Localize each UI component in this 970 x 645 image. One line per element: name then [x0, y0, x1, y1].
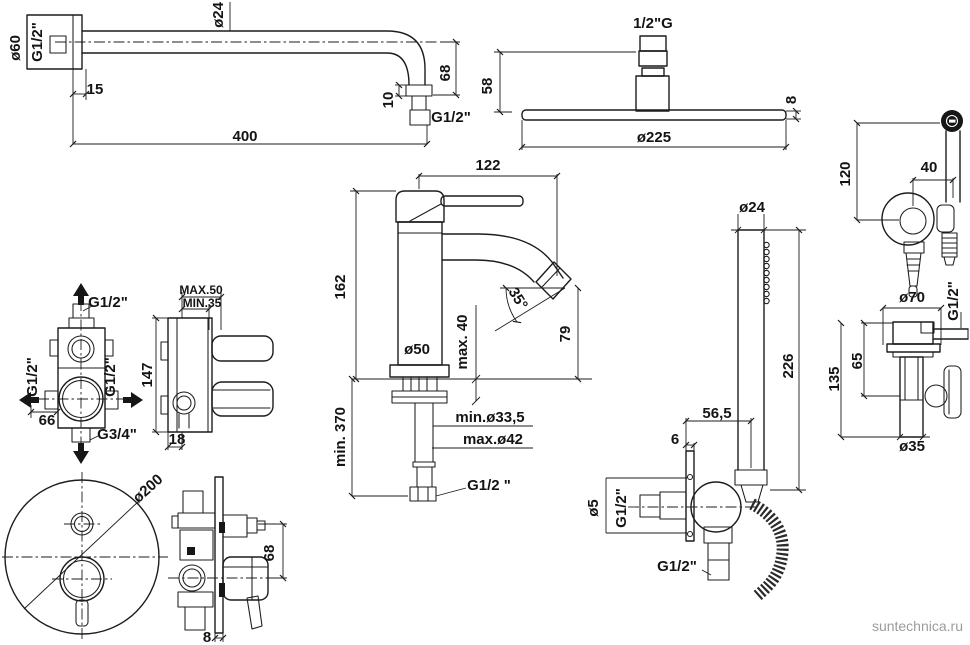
dim-valveside-min35: MIN.35	[183, 296, 222, 310]
dim-arm-d24: ø24	[210, 1, 227, 28]
dim-hs-d5: ø5	[585, 499, 602, 517]
dim-valve-g34: G3/4"	[97, 426, 137, 443]
dim-spray-120: 120	[837, 161, 854, 186]
dim-mixer-max-d42: max.ø42	[463, 431, 523, 448]
view-basin-mixer: 122 162 ø50 max. 40 35° 79 min. 370 min.…	[332, 157, 592, 502]
shower-hose	[749, 498, 789, 601]
dim-sprayside-65: 65	[849, 353, 866, 370]
flow-arrow-left	[19, 392, 39, 408]
dim-hs-226: 226	[780, 353, 797, 378]
dim-mixer-min-d335: min.ø33,5	[455, 409, 524, 426]
view-shower-arm: ø60 G1/2" ø24 15 400 68 10 G1/2"	[7, 1, 471, 148]
dim-hs-565: 56,5	[702, 405, 731, 422]
dim-mixer-max40: max. 40	[454, 314, 471, 369]
dim-hs-g12-in: G1/2"	[613, 488, 630, 528]
view-valve-front: G1/2" G1/2" G1/2" 66 G3/4"	[19, 283, 143, 464]
dim-hs-6: 6	[671, 431, 679, 448]
dim-arm-d60: ø60	[7, 35, 24, 61]
mixer-lever	[440, 195, 524, 207]
dim-sprayside-135: 135	[826, 366, 843, 391]
dim-arm-10: 10	[380, 92, 397, 109]
dim-arm-g12-out: G1/2"	[431, 109, 471, 126]
dim-mixerside-68: 68	[261, 545, 278, 562]
view-round-plate: ø200	[2, 471, 168, 642]
dim-hs-d24: ø24	[739, 199, 766, 216]
dim-sprayside-g12: G1/2"	[945, 281, 962, 321]
dim-head-g12: 1/2"G	[633, 15, 673, 32]
view-sprayer-front: 120 40	[837, 110, 963, 298]
dim-head-d225: ø225	[637, 129, 671, 146]
dim-valve-g12-right: G1/2"	[102, 357, 119, 397]
dim-mixer-162: 162	[332, 274, 349, 299]
dim-head-58: 58	[479, 78, 496, 95]
dim-mixerside-8: 8	[203, 629, 211, 645]
dim-valveside-147: 147	[139, 362, 156, 387]
dim-mixer-min370: min. 370	[332, 407, 349, 467]
flow-arrow-down	[73, 443, 89, 464]
watermark: suntechnica.ru	[872, 618, 963, 634]
handshower-knurl	[763, 241, 770, 305]
sprayer-bracket	[881, 192, 935, 246]
dim-valveside-18: 18	[169, 431, 186, 448]
dim-valve-g12-left: G1/2"	[24, 357, 41, 397]
dim-mixer-122: 122	[475, 157, 500, 174]
dim-hs-g12-out: G1/2"	[657, 558, 697, 575]
dim-plate-d200: ø200	[130, 471, 167, 507]
mixer-aerator	[535, 261, 572, 300]
dim-arm-g12-wall: G1/2"	[29, 22, 46, 62]
view-shower-head: 1/2"G 58 8 ø225	[479, 15, 801, 151]
dim-mixer-d50: ø50	[404, 341, 430, 358]
flow-arrow-up	[73, 283, 89, 305]
dim-mixer-79: 79	[557, 326, 574, 343]
dim-mixer-g12: G1/2 "	[467, 477, 511, 494]
view-mixer-side: 68 8	[168, 476, 287, 645]
dim-mixer-35deg: 35°	[505, 284, 531, 312]
view-valve-side: MAX.50 MIN.35 147 18	[139, 283, 274, 451]
dim-valve-g12-top: G1/2"	[88, 294, 128, 311]
dim-sprayside-d70: ø70	[899, 289, 925, 306]
dim-spray-40: 40	[921, 159, 938, 176]
dim-valveside-max50: MAX.50	[179, 283, 223, 297]
dim-valve-66: 66	[39, 412, 56, 429]
dim-arm-15: 15	[87, 81, 104, 98]
view-sprayer-side: ø70 G1/2" 65 135 ø35	[826, 281, 969, 455]
dim-arm-68: 68	[437, 65, 454, 82]
flow-arrow-right	[123, 392, 143, 408]
dim-arm-400: 400	[232, 128, 257, 145]
wall-plate-edge	[214, 476, 224, 634]
dim-sprayside-d35: ø35	[899, 438, 925, 455]
view-handshower-outlet: ø24 226 56,5 6 ø5 G1/2" G1/2"	[585, 199, 806, 601]
dim-head-8: 8	[783, 96, 800, 104]
